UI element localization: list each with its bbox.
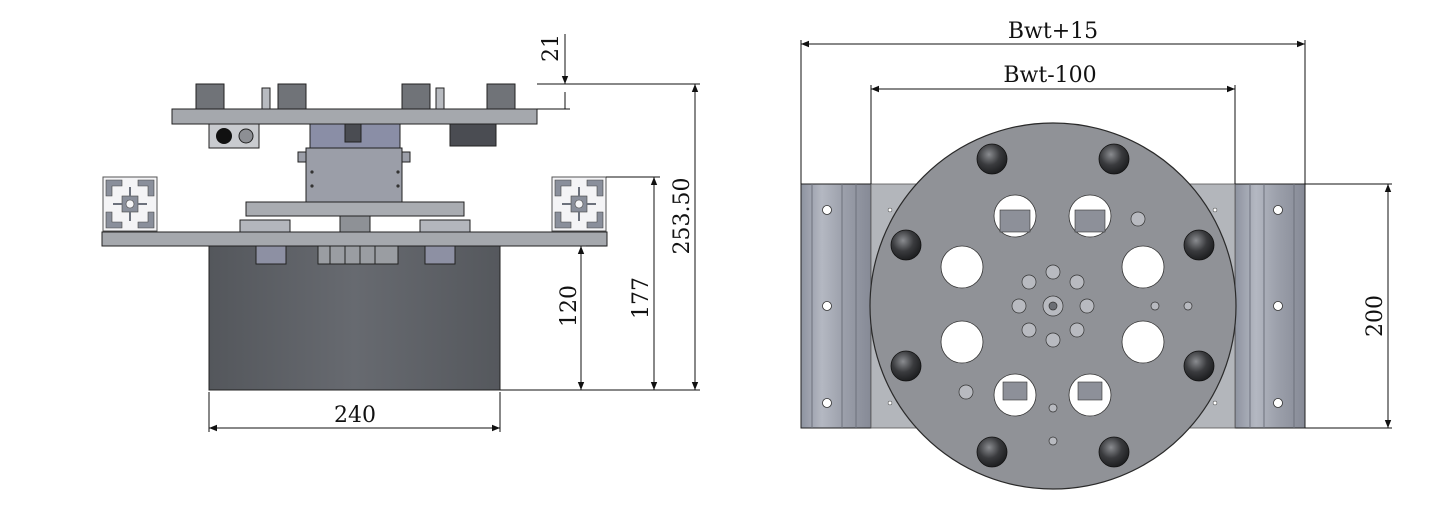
dimension-label-200: 200 [1363,295,1388,337]
rail-right [1234,183,1306,429]
dimension-label-240: 240 [334,403,376,428]
cutout-internals [999,209,1106,401]
center-column [297,123,411,203]
top-view: Bwt+15 Bwt-100 200 [800,19,1392,490]
dimension-label-bwt-minus-100: Bwt-100 [1003,63,1096,88]
dimension-label-177: 177 [629,277,654,319]
dimension-label-21: 21 [539,34,564,62]
aluminum-profile-right [551,176,607,232]
motor-box [208,245,501,391]
top-pegs [195,83,516,110]
side-view: 240 120 177 253.50 21 [101,34,700,432]
middle-plate [245,201,465,217]
dimension-label-120: 120 [557,285,582,327]
clamp-knobs [890,143,1215,468]
dimension-rail-span: 200 [1363,184,1392,428]
top-plate-accessories [208,123,497,149]
dimension-label-253-50: 253.50 [670,178,695,255]
top-plate [171,108,538,125]
dimension-frame-height: 177 [629,177,658,390]
dimension-inner-width: Bwt-100 [871,63,1235,93]
center-bolt-pattern [958,211,1193,446]
dimension-box-height: 120 [557,246,585,390]
dimension-top-offset: 21 [539,34,569,109]
dimension-total-height: 253.50 [670,84,699,390]
support-blocks [239,213,471,233]
aluminum-profile-left [102,176,158,232]
bearing-blocks [255,245,456,265]
dimension-label-bwt-plus-15: Bwt+15 [1008,19,1098,44]
rail-left [800,183,872,429]
dimension-outer-width: Bwt+15 [801,19,1305,48]
base-plate [101,231,608,247]
dimension-box-width: 240 [208,392,501,432]
